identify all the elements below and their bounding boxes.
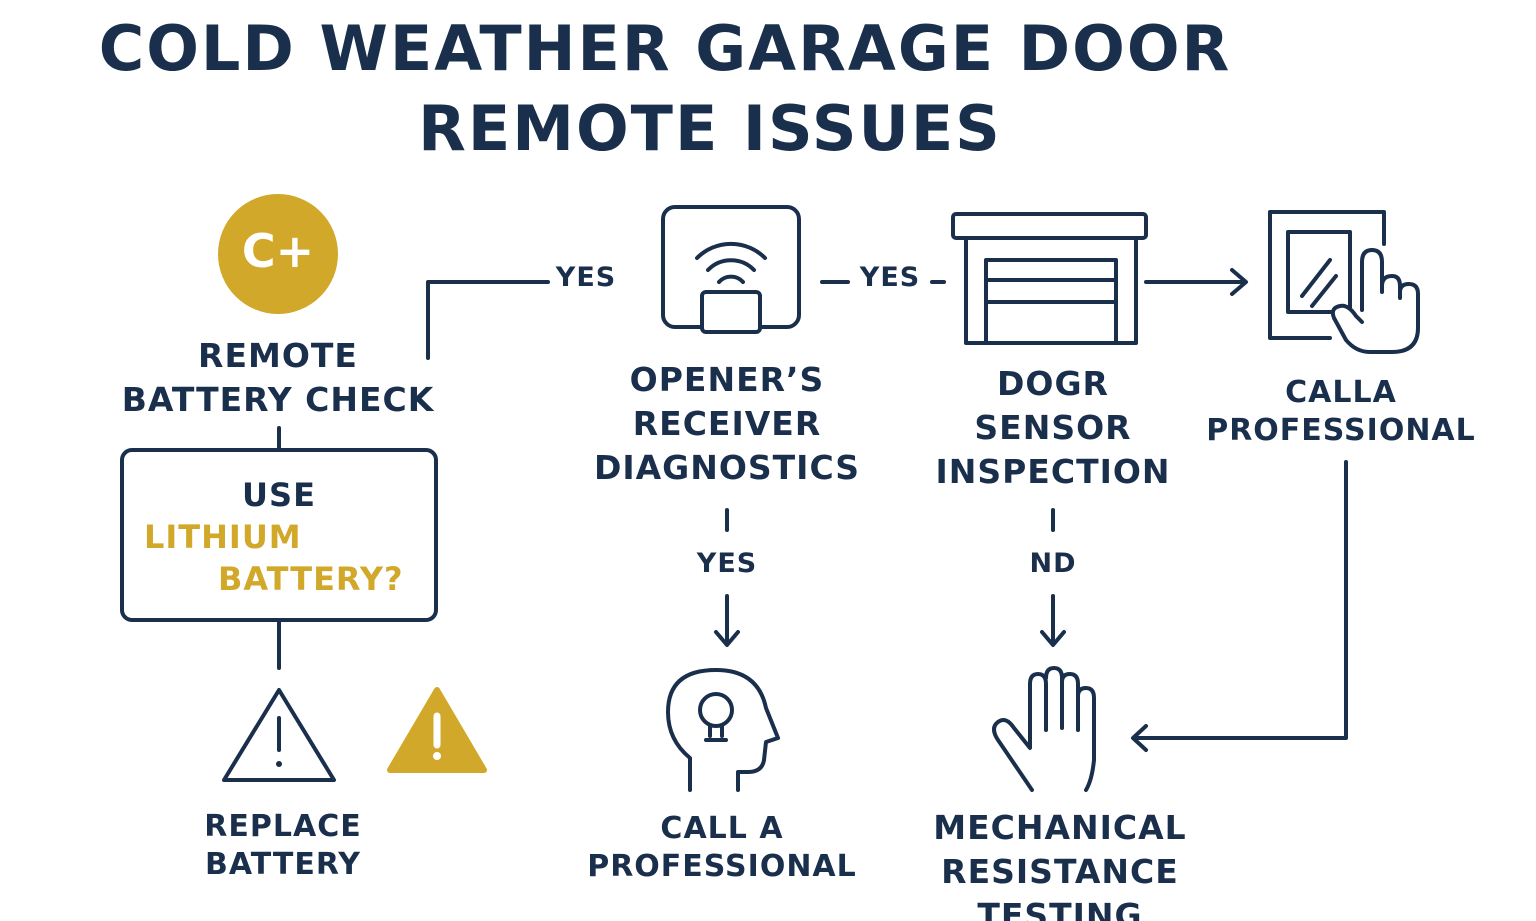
diagram-title-line1: COLD WEATHER GARAGE DOOR bbox=[98, 12, 1232, 85]
edge-label-sensor-down: ND bbox=[1029, 548, 1077, 579]
node-receiver-line1: OPENER’S bbox=[629, 360, 825, 399]
warning-outline-icon bbox=[222, 688, 336, 782]
warning-filled-icon bbox=[387, 687, 487, 773]
arrow-receiver-to-call bbox=[714, 594, 740, 647]
node-lithium-line1: USE bbox=[242, 476, 316, 514]
arrow-sensor-to-call bbox=[1144, 268, 1248, 296]
node-sensor-line1: DOGR bbox=[997, 364, 1109, 403]
battery-grade-badge bbox=[218, 194, 338, 314]
edge-label-check-to-receiver: YES bbox=[555, 262, 617, 293]
node-replace-line2: BATTERY bbox=[204, 847, 362, 882]
head-lightbulb-icon bbox=[666, 668, 780, 792]
node-lithium-line3: BATTERY? bbox=[218, 560, 404, 598]
arrow-sensor-to-mechanical bbox=[1040, 594, 1066, 647]
node-call-pro-top: CALLA PROFESSIONAL bbox=[1206, 374, 1476, 450]
node-receiver-diagnostics: OPENER’S RECEIVER DIAGNOSTICS bbox=[577, 358, 877, 490]
node-sensor-inspection: DOGR SENSOR INSPECTION bbox=[913, 362, 1193, 494]
node-mechanical-line1: MECHANICAL bbox=[933, 808, 1187, 847]
node-receiver-line2: RECEIVER bbox=[632, 404, 822, 443]
node-call-pro-top-line1: CALLA bbox=[1285, 375, 1397, 410]
garage-door-icon bbox=[951, 212, 1148, 345]
node-replace-battery: REPLACE BATTERY bbox=[150, 808, 416, 884]
receiver-icon bbox=[661, 205, 801, 334]
touch-screen-icon bbox=[1268, 210, 1420, 354]
diagram-title-line2: REMOTE ISSUES bbox=[418, 92, 1002, 165]
edge-label-receiver-down: YES bbox=[696, 548, 758, 579]
node-battery-check-line1: REMOTE bbox=[198, 336, 358, 375]
node-sensor-line2: SENSOR bbox=[974, 408, 1132, 447]
node-call-pro-bottom: CALL A PROFESSIONAL bbox=[582, 810, 862, 886]
connector-check-to-receiver bbox=[426, 280, 550, 360]
node-lithium-line2: LITHIUM bbox=[144, 518, 302, 556]
arrow-call-to-mechanical bbox=[1131, 460, 1348, 752]
edge-label-receiver-to-sensor: YES bbox=[859, 262, 921, 293]
node-sensor-line3: INSPECTION bbox=[935, 452, 1171, 491]
node-call-pro-bottom-line1: CALL A bbox=[660, 811, 784, 846]
node-mechanical-line2: RESISTANCE bbox=[941, 852, 1179, 891]
node-lithium-question: USE LITHIUM BATTERY? bbox=[122, 472, 436, 612]
node-mechanical-testing: MECHANICAL RESISTANCE TESTING bbox=[918, 806, 1202, 921]
node-call-pro-top-line2: PROFESSIONAL bbox=[1206, 413, 1476, 448]
hand-icon bbox=[992, 666, 1096, 792]
node-battery-check-line2: BATTERY CHECK bbox=[121, 380, 435, 419]
node-mechanical-line3: TESTING bbox=[977, 896, 1143, 921]
badge-text: C+ bbox=[241, 224, 315, 278]
node-replace-line1: REPLACE bbox=[204, 809, 362, 844]
node-receiver-line3: DIAGNOSTICS bbox=[593, 448, 861, 487]
node-battery-check: REMOTE BATTERY CHECK bbox=[100, 334, 456, 422]
node-call-pro-bottom-line2: PROFESSIONAL bbox=[587, 849, 857, 884]
